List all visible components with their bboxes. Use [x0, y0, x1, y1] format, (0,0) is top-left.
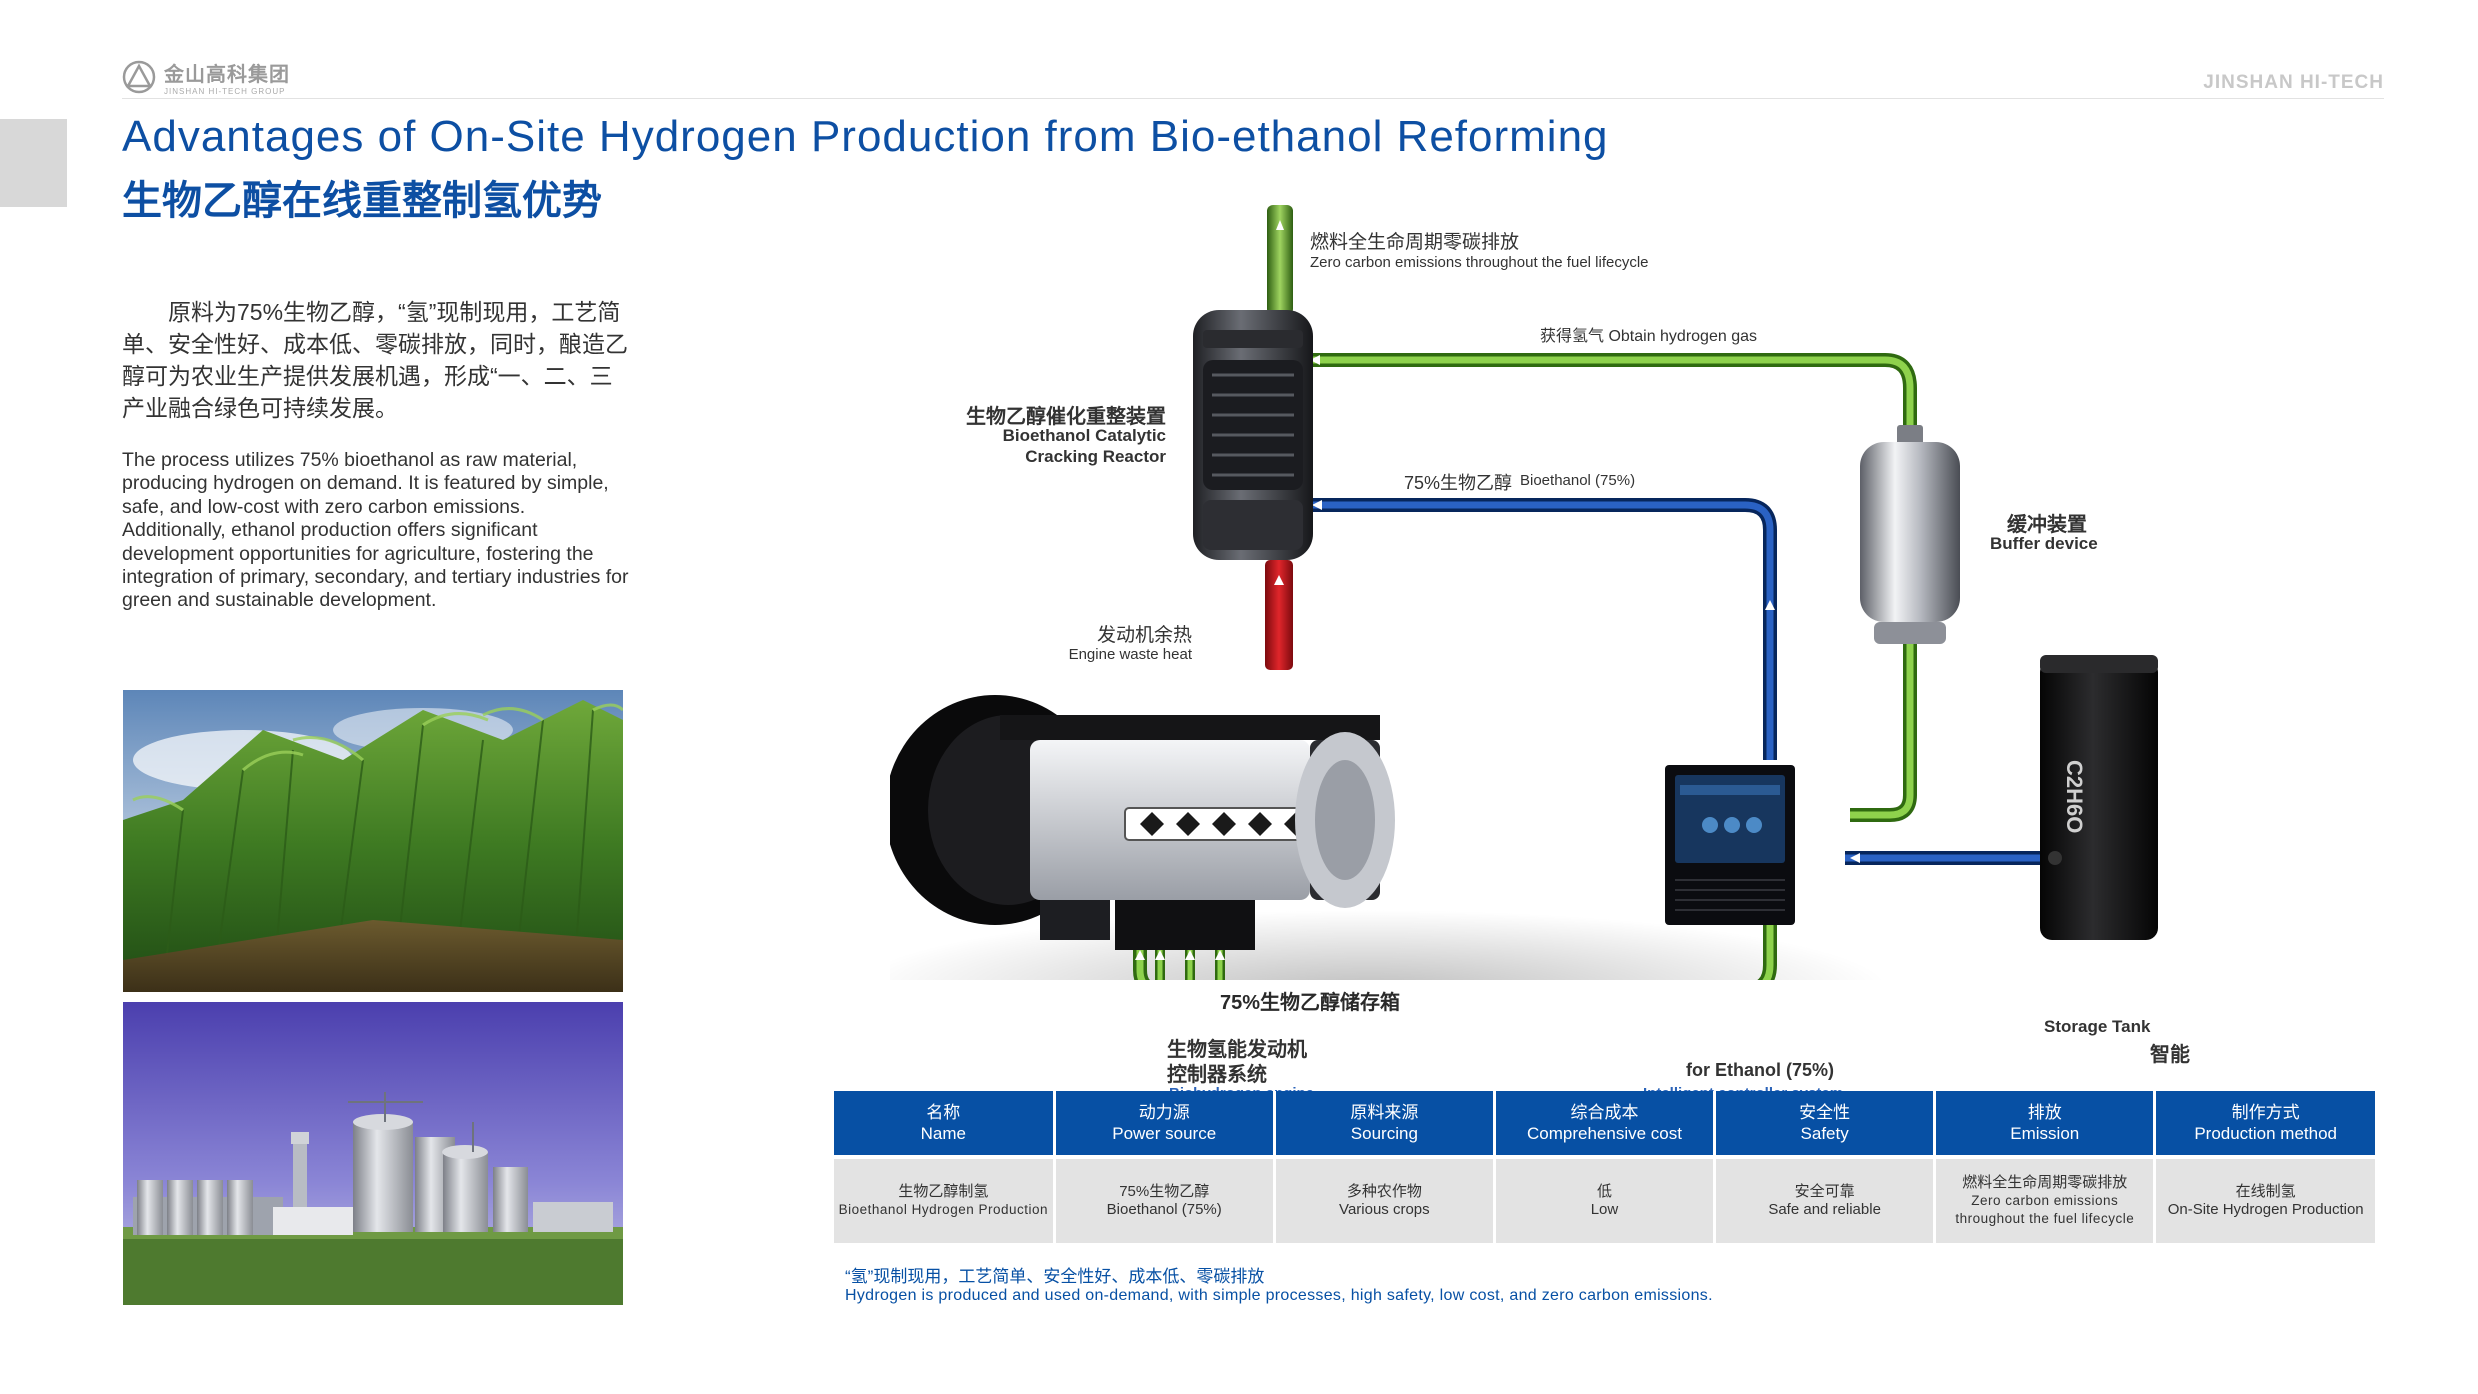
label-reactor-en-1: Bioethanol Catalytic — [1002, 426, 1166, 445]
label-storage-en: Storage Tank — [2044, 1017, 2151, 1036]
hydrogen-pipe-top — [1310, 353, 1917, 435]
footnote-en: Hydrogen is produced and used on-demand,… — [845, 1287, 1713, 1304]
page-title-cn: 生物乙醇在线重整制氢优势 — [122, 179, 602, 223]
reactor-unit — [1193, 205, 1313, 670]
label-zero-carbon-cn: 燃料全生命周期零碳排放 — [1310, 232, 1520, 253]
header-divider — [122, 98, 2384, 99]
buffer-device — [1860, 425, 1960, 644]
label-obtain-hydrogen: 获得氢气 Obtain hydrogen gas — [1540, 328, 1757, 345]
hydrogen-pipe-right — [1850, 640, 1917, 822]
label-ethanol-en: Bioethanol (75%) — [1520, 472, 1636, 489]
logo-text-en: JINSHAN HI-TECH GROUP — [164, 87, 286, 96]
sugarcane-field-image — [123, 690, 623, 992]
ethanol-storage-tank — [2040, 655, 2158, 940]
label-storage-cn: 75%生物乙醇储存箱 — [1220, 992, 1401, 1014]
page-tab-marker — [0, 119, 67, 207]
label-smart-cn: 智能 — [2150, 1044, 2190, 1066]
process-diagram: 燃料全生命周期零碳排放 Zero carbon emissions throug… — [890, 200, 2280, 1014]
label-reactor-cn: 生物乙醇催化重整装置 — [966, 406, 1166, 428]
label-engine-cn-1: 生物氢能发动机 — [1167, 1039, 1307, 1061]
label-heat-en: Engine waste heat — [1068, 646, 1192, 663]
label-engine-cn-2: 控制器系统 — [1167, 1064, 1267, 1086]
controller-unit — [1665, 765, 1795, 925]
biohydrogen-engine — [890, 695, 1395, 950]
logo-text-cn: 金山高科集团 — [164, 64, 290, 86]
ethanol-plant-image — [123, 1002, 623, 1305]
label-buffer-cn: 缓冲装置 — [2007, 514, 2087, 536]
label-heat-cn: 发动机余热 — [1096, 625, 1192, 646]
label-zero-carbon-en: Zero carbon emissions throughout the fue… — [1310, 254, 1649, 271]
company-logo: 金山高科集团 JINSHAN HI-TECH GROUP — [122, 58, 290, 96]
tank-formula: C2H6O — [2062, 760, 2087, 834]
logo-mark-icon — [122, 60, 156, 94]
label-buffer-en: Buffer device — [1990, 534, 2098, 553]
intro-paragraph-en: The process utilizes 75% bioethanol as r… — [122, 449, 629, 612]
label-for-ethanol: for Ethanol (75%) — [1686, 1060, 1835, 1080]
label-ethanol-cn: 75%生物乙醇 — [1404, 473, 1513, 493]
footnote-cn: “氢”现制现用，工艺简单、安全性好、成本低、零碳排放 — [845, 1267, 1265, 1286]
page-title-en: Advantages of On-Site Hydrogen Productio… — [122, 112, 1609, 161]
intro-paragraph-cn: 原料为75%生物乙醇，“氢”现制现用，工艺简单、安全性好、成本低、零碳排放，同时… — [122, 299, 628, 421]
label-reactor-en-2: Cracking Reactor — [1025, 447, 1166, 466]
brand-name: JINSHAN HI-TECH — [2203, 72, 2384, 93]
